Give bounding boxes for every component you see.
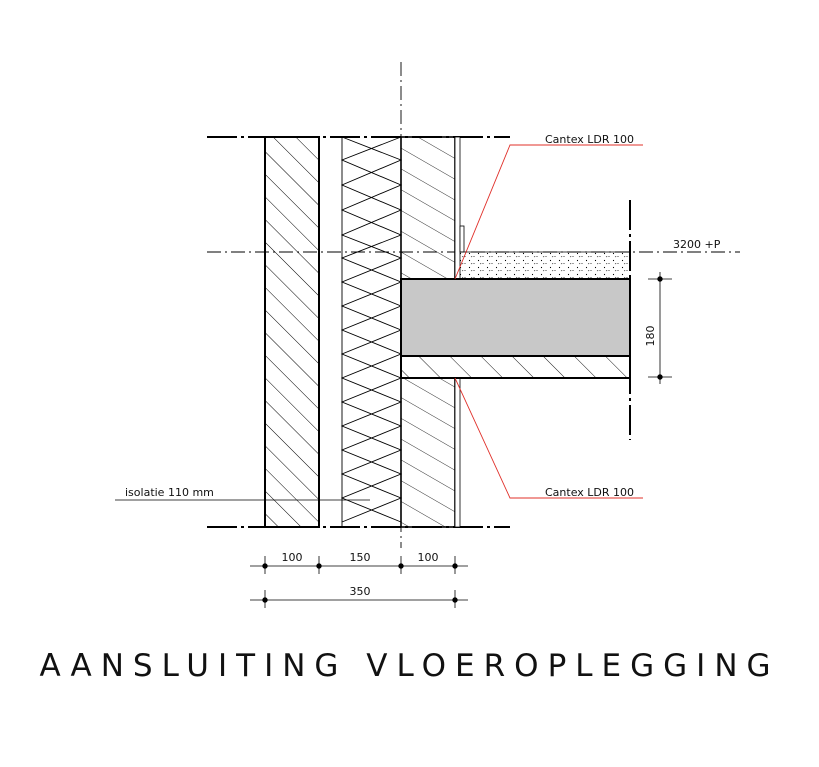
dimension-d2-label: 150 bbox=[350, 551, 371, 564]
insulation-label: isolatie 110 mm bbox=[125, 486, 214, 499]
cantex-top-leader bbox=[454, 144, 643, 280]
inner-leaf-lower bbox=[400, 377, 461, 528]
cantex-top-label: Cantex LDR 100 bbox=[545, 133, 634, 146]
cantex-bottom-leader bbox=[454, 377, 643, 499]
insulation-layer bbox=[340, 136, 403, 527]
inner-leaf-upper bbox=[400, 136, 465, 280]
dimension-chain bbox=[250, 556, 468, 608]
cantex-bottom-label: Cantex LDR 100 bbox=[545, 486, 634, 499]
floor-screed bbox=[460, 251, 630, 279]
dimension-total-label: 350 bbox=[350, 585, 371, 598]
dimension-d1-label: 100 bbox=[282, 551, 303, 564]
dimension-d3-label: 100 bbox=[418, 551, 439, 564]
level-label: 3200 +P bbox=[673, 238, 721, 251]
outer-brick-leaf bbox=[264, 136, 320, 528]
floor-slab bbox=[400, 278, 631, 379]
cantex-leaders bbox=[454, 144, 643, 499]
slab-thickness-dimension bbox=[648, 272, 672, 384]
drawing-title: AANSLUITING VLOEROPLEGGING bbox=[39, 648, 780, 684]
slab-thickness-label: 180 bbox=[644, 326, 657, 347]
